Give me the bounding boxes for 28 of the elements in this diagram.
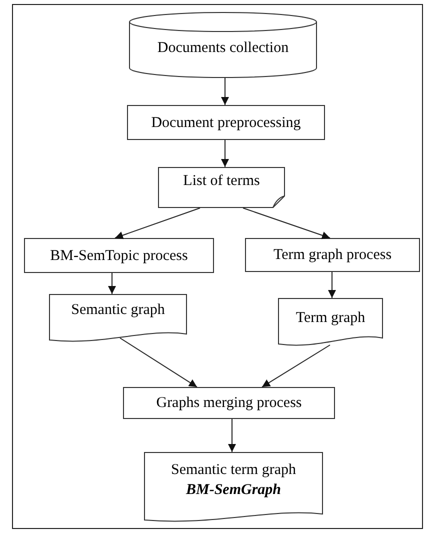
node-label: List of terms bbox=[183, 172, 260, 191]
node-label: Semantic graph bbox=[71, 301, 165, 320]
arrow bbox=[221, 78, 229, 106]
process-box bbox=[127, 105, 325, 140]
document-shape bbox=[278, 298, 383, 348]
process-box bbox=[24, 238, 214, 273]
arrow bbox=[120, 338, 198, 388]
arrow bbox=[328, 272, 336, 298]
document-shape bbox=[158, 167, 285, 208]
node-label: Documents collection bbox=[157, 39, 289, 58]
node-label: Semantic term graph bbox=[171, 461, 296, 480]
arrow bbox=[221, 140, 229, 168]
database-cylinder bbox=[129, 12, 317, 78]
arrow bbox=[114, 208, 200, 240]
node-label: Document preprocessing bbox=[151, 114, 301, 132]
document-shape bbox=[49, 294, 187, 344]
document-shape bbox=[144, 452, 323, 524]
node-label: Graphs merging process bbox=[156, 394, 302, 413]
node-label: Term graph process bbox=[273, 246, 392, 265]
arrow bbox=[242, 208, 330, 240]
node-subtitle: BM-SemGraph bbox=[186, 481, 282, 500]
process-box bbox=[245, 238, 420, 272]
arrow bbox=[228, 418, 236, 452]
arrow bbox=[262, 344, 330, 388]
node-label: BM-SemTopic process bbox=[50, 246, 188, 266]
node-label: Term graph bbox=[296, 309, 366, 328]
arrow bbox=[108, 272, 116, 294]
process-box bbox=[123, 387, 335, 419]
